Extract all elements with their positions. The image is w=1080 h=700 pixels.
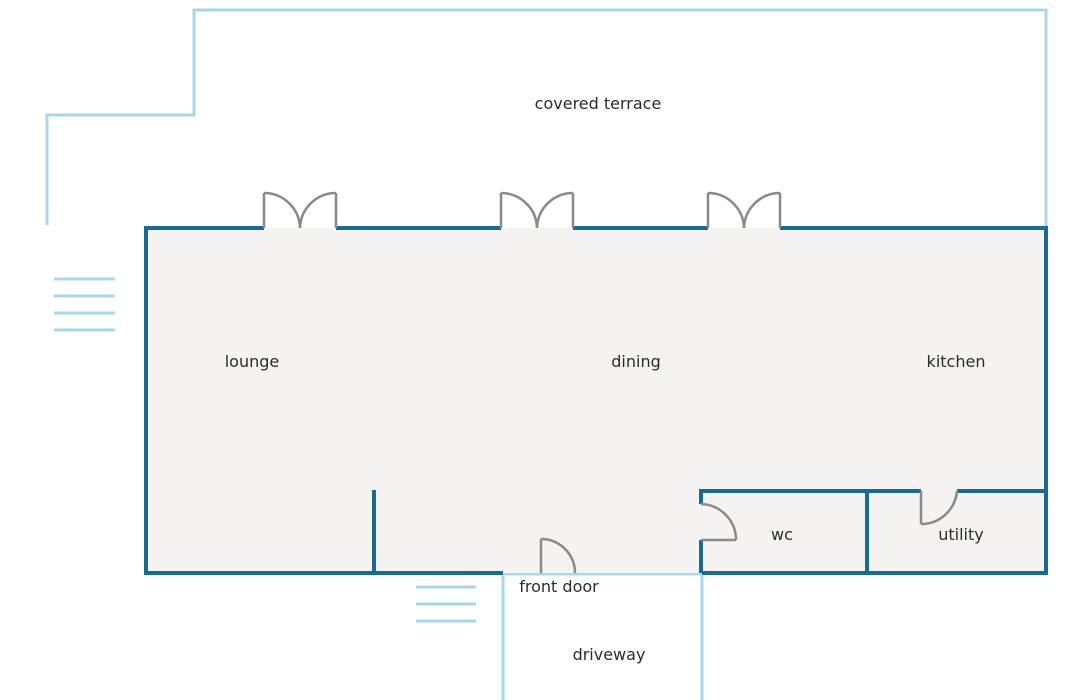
driveway-outline: [501, 572, 704, 700]
wc-door: [700, 502, 738, 542]
terrace-door-3: [706, 191, 782, 229]
label-covered-terrace: covered terrace: [535, 94, 662, 113]
terrace-door-2: [499, 191, 575, 229]
label-kitchen: kitchen: [927, 352, 986, 371]
interior-walls: [372, 489, 1046, 573]
label-lounge: lounge: [225, 352, 280, 371]
front-steps: [416, 585, 476, 623]
label-wc: wc: [771, 525, 793, 544]
utility-door: [919, 490, 959, 526]
label-utility: utility: [938, 525, 984, 544]
label-front-door: front door: [519, 577, 599, 596]
exterior-walls: [144, 226, 1048, 575]
label-dining: dining: [611, 352, 660, 371]
front-door: [539, 537, 577, 574]
terrace-door-1: [262, 191, 338, 229]
side-steps: [54, 277, 115, 332]
terrace-outline: [45, 8, 1048, 228]
label-driveway: driveway: [573, 645, 646, 664]
house-floor: [146, 228, 1046, 573]
